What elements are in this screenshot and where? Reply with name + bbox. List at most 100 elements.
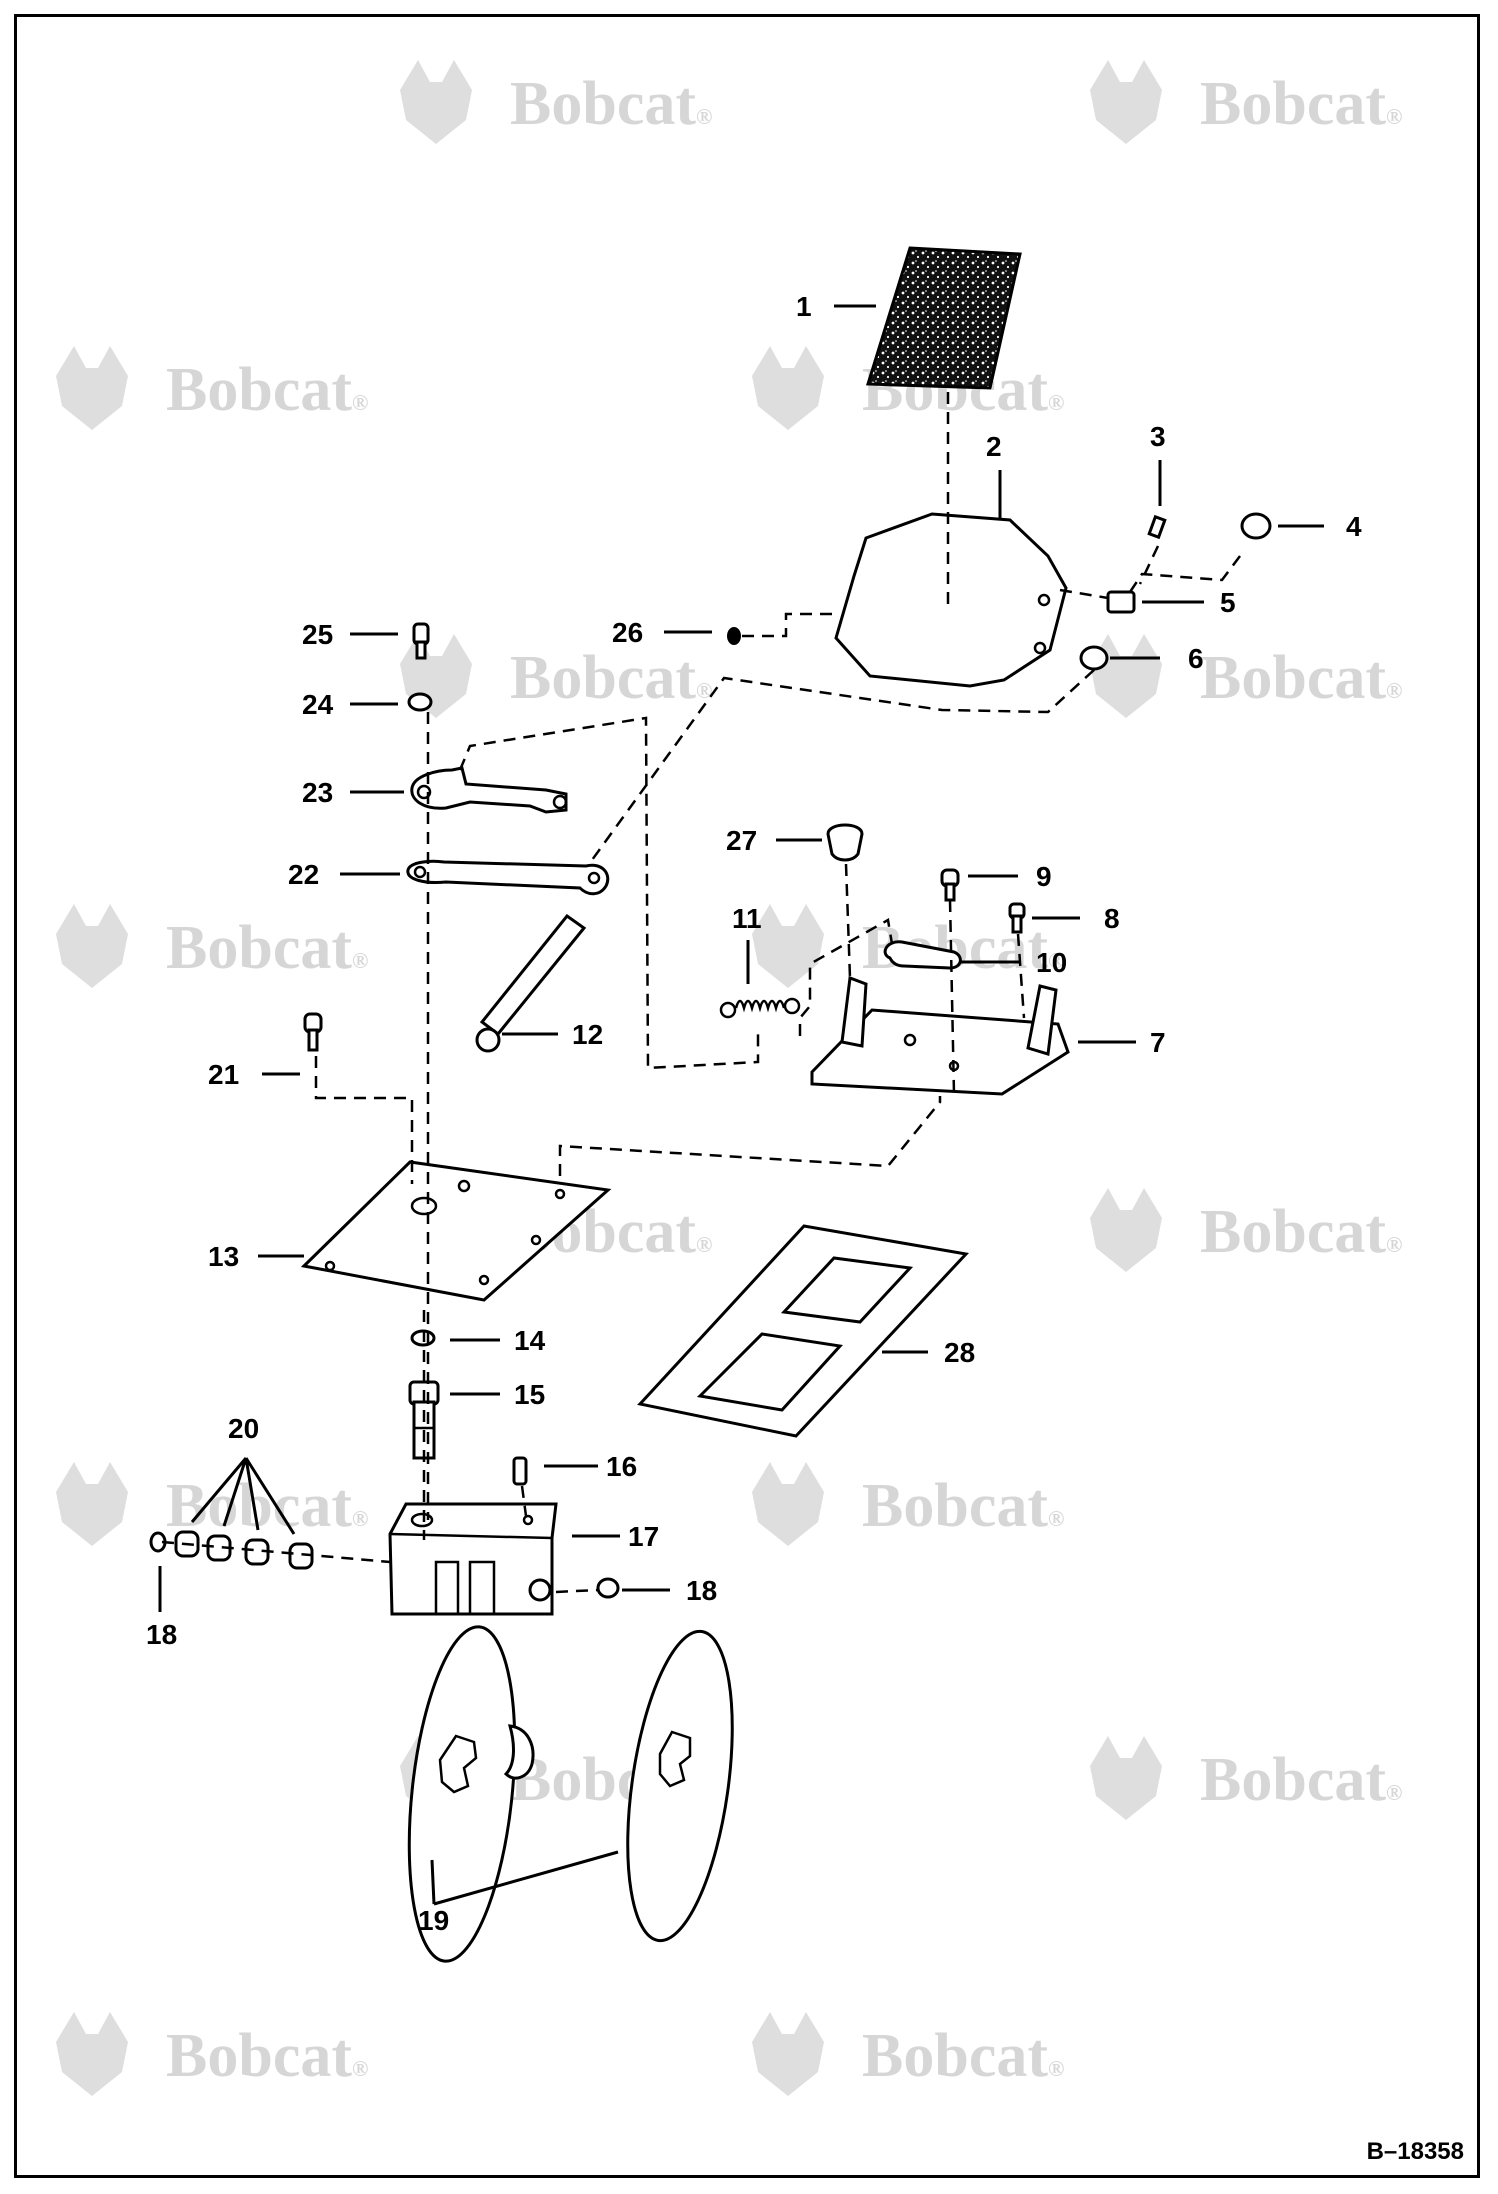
callout-12: 12 bbox=[572, 1019, 603, 1050]
watermark-text: Bobcat® bbox=[1200, 1746, 1402, 1814]
bobcat-head-logo bbox=[56, 904, 128, 988]
part-9-bolt-shank bbox=[944, 882, 956, 902]
watermark-text: Bobcat® bbox=[166, 356, 368, 424]
part-22-hole bbox=[413, 865, 427, 879]
watermark-text: Bobcat® bbox=[1200, 70, 1402, 138]
callout-25: 25 bbox=[302, 619, 333, 650]
watermark-text: Bobcat® bbox=[1200, 644, 1402, 712]
callout-15: 15 bbox=[514, 1379, 545, 1410]
watermark-text: Bobcat® bbox=[166, 2022, 368, 2090]
bobcat-head-logo bbox=[1090, 1736, 1162, 1820]
bobcat-head-logo bbox=[1090, 634, 1162, 718]
callout-10: 10 bbox=[1036, 947, 1067, 978]
part-28-gasket bbox=[637, 1224, 969, 1438]
watermark-tile: Bobcat® bbox=[1090, 60, 1402, 144]
part-17-valve-block bbox=[388, 1502, 558, 1616]
bobcat-head-logo bbox=[1090, 1188, 1162, 1272]
part-24-washer bbox=[407, 692, 433, 712]
watermark-registered-mark: ® bbox=[1048, 948, 1064, 973]
bobcat-head-logo bbox=[56, 1462, 128, 1546]
part-23-hole bbox=[416, 784, 432, 800]
part-13-floor-plate bbox=[300, 1160, 612, 1302]
callout-14: 14 bbox=[514, 1325, 546, 1356]
part-23-hole bbox=[552, 794, 568, 810]
part-16-pin bbox=[512, 1456, 528, 1486]
callout-19: 19 bbox=[418, 1905, 449, 1936]
watermark-registered-mark: ® bbox=[696, 678, 712, 703]
part-7-mounting-bracket bbox=[810, 975, 1070, 1096]
callout-28: 28 bbox=[944, 1337, 975, 1368]
watermark-tile: Bobcat® bbox=[400, 634, 712, 718]
watermark-registered-mark: ® bbox=[1386, 1232, 1402, 1257]
part-18-plug bbox=[596, 1577, 620, 1599]
watermark-registered-mark: ® bbox=[352, 948, 368, 973]
watermark-text: Bobcat® bbox=[510, 644, 712, 712]
callout-6: 6 bbox=[1188, 643, 1204, 674]
watermark-registered-mark: ® bbox=[1048, 1506, 1064, 1531]
callout-16: 16 bbox=[606, 1451, 637, 1482]
callout-24: 24 bbox=[302, 689, 334, 720]
watermark-registered-mark: ® bbox=[352, 390, 368, 415]
callout-11: 11 bbox=[732, 903, 762, 934]
callout-13: 13 bbox=[208, 1241, 239, 1272]
watermark-tile: Bobcat® bbox=[1090, 1188, 1402, 1272]
bobcat-head-logo bbox=[752, 346, 824, 430]
callout-5: 5 bbox=[1220, 587, 1236, 618]
watermark-text: Bobcat® bbox=[510, 70, 712, 138]
part-22-link-arm bbox=[406, 859, 610, 896]
watermark-tile: Bobcat® bbox=[56, 904, 368, 988]
bobcat-head-logo bbox=[1090, 60, 1162, 144]
watermark-registered-mark: ® bbox=[696, 104, 712, 129]
callout-1: 1 bbox=[796, 291, 812, 322]
part-11-spring bbox=[719, 997, 801, 1019]
leader-lines bbox=[158, 304, 1324, 1906]
callout-9: 9 bbox=[1036, 861, 1052, 892]
part-6-nut bbox=[1079, 645, 1109, 671]
watermark-text: Bobcat® bbox=[862, 2022, 1064, 2090]
drawing-number: B–18358 bbox=[1366, 2138, 1464, 2165]
part-2-hole bbox=[1037, 593, 1051, 607]
part-27-knob bbox=[826, 823, 864, 862]
callout-26: 26 bbox=[612, 617, 643, 648]
part-8-bolt-shank bbox=[1011, 914, 1023, 934]
watermark-tile: Bobcat® bbox=[56, 2012, 368, 2096]
part-26-grommet bbox=[727, 627, 741, 645]
watermark-tile: Bobcat® bbox=[752, 2012, 1064, 2096]
drawing-frame bbox=[14, 14, 1480, 2178]
watermark-tile: Bobcat® bbox=[1090, 634, 1402, 718]
watermark-registered-mark: ® bbox=[352, 2056, 368, 2081]
bobcat-head-logo bbox=[752, 2012, 824, 2096]
bobcat-head-logo bbox=[400, 60, 472, 144]
watermark-registered-mark: ® bbox=[1386, 1780, 1402, 1805]
part-23-arm bbox=[410, 766, 568, 814]
callout-17: 17 bbox=[628, 1521, 659, 1552]
callout-labels: 1 2 3 4 5 6 7 8 9 10 11 12 13 14 15 16 1… bbox=[146, 291, 1362, 1936]
callout-18-left: 18 bbox=[146, 1619, 177, 1650]
watermark-text: Bobcat® bbox=[1200, 1198, 1402, 1266]
watermark-tile: Bobcat® bbox=[400, 60, 712, 144]
part-1-grip-pad bbox=[865, 246, 1022, 390]
callout-27: 27 bbox=[726, 825, 757, 856]
bobcat-head-logo bbox=[56, 346, 128, 430]
callout-20: 20 bbox=[228, 1413, 259, 1444]
part-12-rod-end bbox=[475, 1027, 501, 1053]
assembly-lines bbox=[161, 392, 1241, 1594]
callout-8: 8 bbox=[1104, 903, 1120, 934]
watermark-registered-mark: ® bbox=[1386, 104, 1402, 129]
part-5-bracket bbox=[1106, 590, 1136, 614]
part-4-nut bbox=[1240, 512, 1272, 540]
part-21-bolt-shank bbox=[307, 1028, 319, 1052]
bobcat-head-logo bbox=[56, 2012, 128, 2096]
watermark-registered-mark: ® bbox=[352, 1506, 368, 1531]
watermark-tile: Bobcat® bbox=[56, 1462, 368, 1546]
watermark-registered-mark: ® bbox=[1048, 390, 1064, 415]
callout-7: 7 bbox=[1150, 1027, 1166, 1058]
bobcat-head-logo bbox=[752, 1462, 824, 1546]
part-19-discs bbox=[407, 1625, 734, 1963]
callout-23: 23 bbox=[302, 777, 333, 808]
callout-21: 21 bbox=[208, 1059, 239, 1090]
watermark-registered-mark: ® bbox=[1386, 678, 1402, 703]
watermark-tile: Bobcat® bbox=[56, 346, 368, 430]
part-12-rod bbox=[479, 913, 587, 1037]
